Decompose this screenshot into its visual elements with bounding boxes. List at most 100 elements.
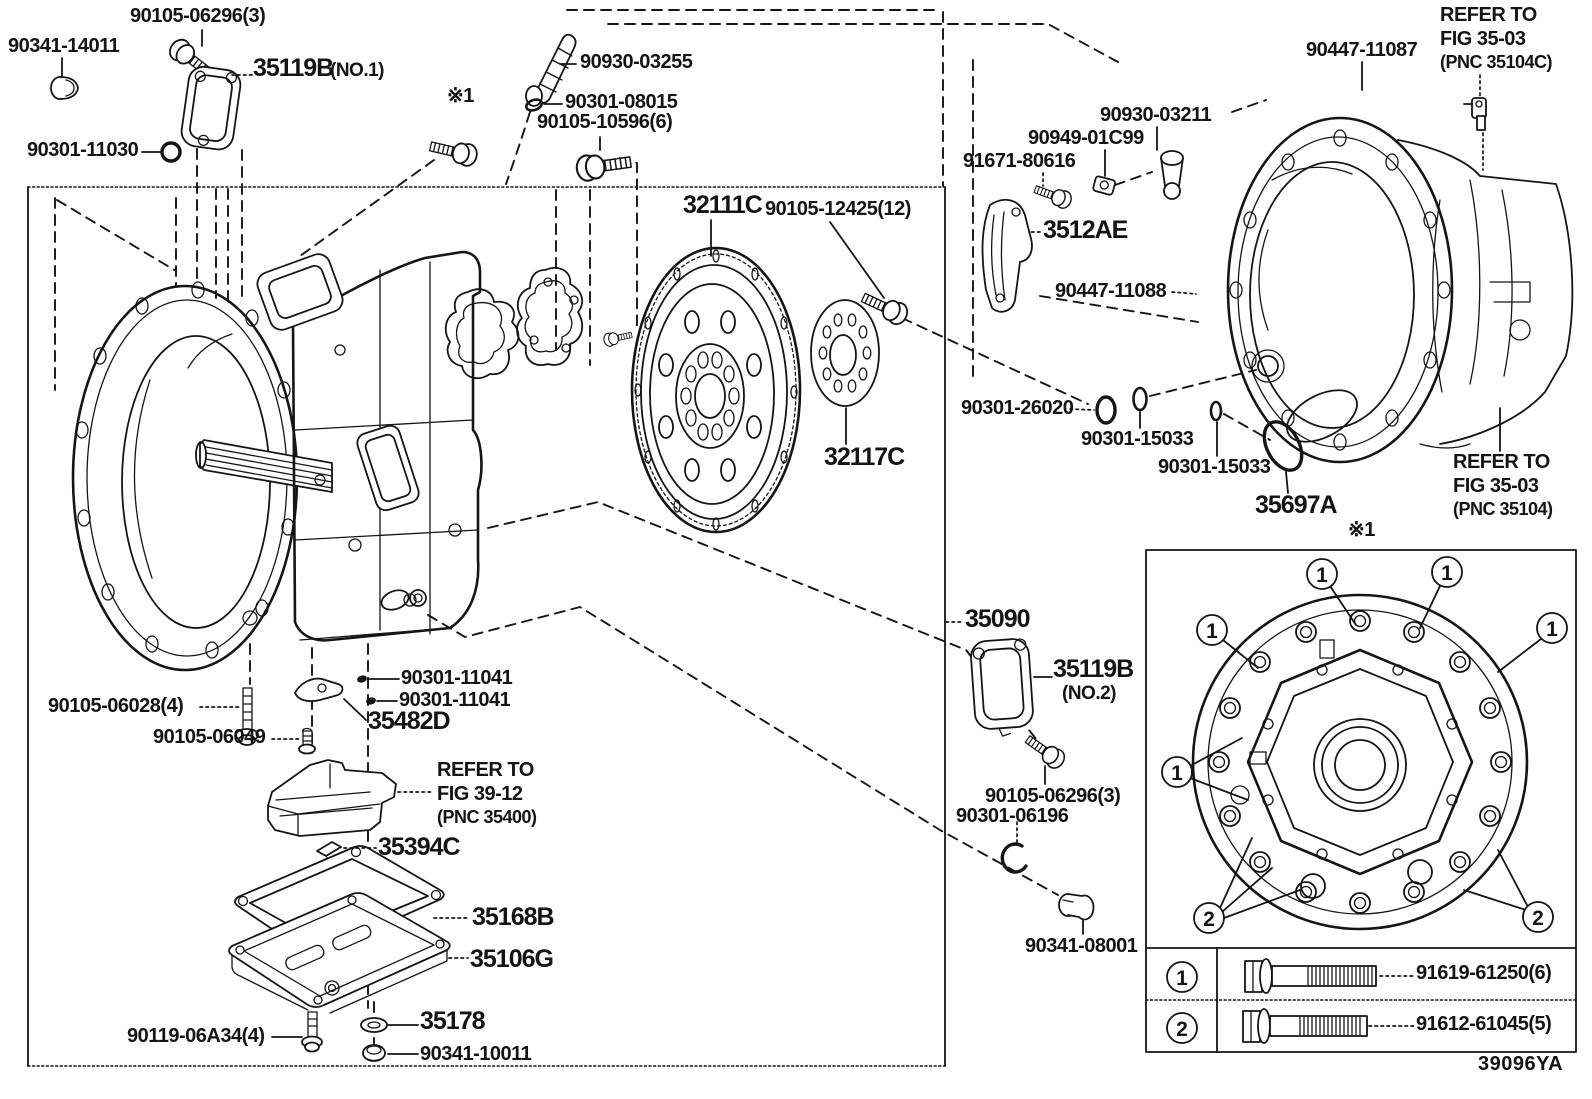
part-label-90930-03211[interactable]: 90930-03211 — [1100, 104, 1212, 126]
part-label-91671-80616[interactable]: 91671-80616 — [963, 150, 1076, 172]
part-label-90341-14011[interactable]: 90341-14011 — [8, 35, 120, 57]
small-bolt-icon — [602, 327, 634, 348]
bolt-ref1-icon — [427, 134, 480, 169]
oring-26020-icon — [1095, 395, 1117, 425]
hose-11088-icon — [1165, 202, 1226, 305]
clip-06196-icon — [1000, 842, 1028, 874]
bolt-80616-icon — [1031, 180, 1075, 212]
gasket-35119b-no1-icon — [180, 65, 242, 151]
part-label-90301-06196[interactable]: 90301-06196 — [956, 805, 1069, 827]
part-label-90301-08015[interactable]: 90301-08015 — [565, 91, 678, 113]
part-label-3512ae[interactable]: 3512AE — [1043, 216, 1128, 244]
part-label-35178[interactable]: 35178 — [420, 1007, 486, 1035]
inset-case-rear-view — [1191, 593, 1529, 931]
housing-flange-holes — [1229, 129, 1451, 451]
bracket-3512ae-icon — [981, 198, 1033, 313]
part-label-90301-26020[interactable]: 90301-26020 — [961, 397, 1074, 419]
plug-14011-icon — [50, 76, 79, 100]
oring-15033b-icon — [1209, 400, 1223, 422]
bell-flange-holes — [75, 281, 295, 659]
bolt-10596-icon — [574, 148, 634, 184]
part-label-35482d[interactable]: 35482D — [368, 707, 451, 735]
part-label-90301-11041-a[interactable]: 90301-11041 — [401, 667, 513, 689]
part-label-35119b-no2-suffix: (NO.2) — [1062, 683, 1117, 704]
case-top-opening — [256, 253, 344, 331]
bolt-06049-icon — [298, 727, 316, 755]
part-label-32111c[interactable]: 32111C — [683, 191, 763, 219]
svg-text:1: 1 — [1441, 562, 1453, 585]
inset-box — [1145, 549, 1577, 1053]
part-label-90119-06a34[interactable]: 90119-06A34(4) — [127, 1025, 265, 1047]
note-marker-inset: ※1 — [1348, 519, 1375, 541]
legend-label-91612-61045[interactable]: 91612-61045(5) — [1416, 1013, 1552, 1035]
converter-housing — [1226, 116, 1574, 464]
oil-pan-35106g-icon — [228, 892, 451, 1014]
svg-text:1: 1 — [1316, 564, 1328, 587]
hose-11087-icon — [1269, 70, 1465, 107]
svg-text:1: 1 — [1546, 618, 1558, 641]
leader-lines — [61, 29, 1501, 1055]
part-label-90105-06028[interactable]: 90105-06028(4) — [48, 695, 184, 717]
case-side-opening — [356, 424, 420, 512]
part-label-90301-11030[interactable]: 90301-11030 — [27, 139, 139, 161]
part-label-32117c[interactable]: 32117C — [824, 443, 905, 471]
part-label-35697a[interactable]: 35697A — [1255, 491, 1338, 519]
part-label-35119b-no1[interactable]: 35119B — [253, 54, 334, 82]
part-label-35119b-no1-suffix: (NO.1) — [330, 60, 385, 81]
part-label-90447-11087[interactable]: 90447-11087 — [1306, 39, 1418, 61]
part-label-90949-01c99[interactable]: 90949-01C99 — [1028, 127, 1144, 149]
part-label-90301-11041-b[interactable]: 90301-11041 — [399, 689, 511, 711]
bolt-12425-icon — [857, 286, 912, 329]
oring-15033a-icon — [1132, 386, 1148, 412]
part-label-90341-10011[interactable]: 90341-10011 — [420, 1043, 532, 1065]
part-label-90105-10596[interactable]: 90105-10596(6) — [537, 111, 673, 133]
washer-11041a-icon — [357, 675, 367, 683]
inset-bolt-bosses — [1208, 610, 1512, 914]
clamp-01c99-icon — [1092, 175, 1116, 196]
hub-bolt-holes — [680, 351, 740, 441]
legend-label-91619-61250[interactable]: 91619-61250(6) — [1416, 962, 1552, 984]
gasket-35090-icon — [970, 638, 1034, 737]
part-label-90301-15033-a[interactable]: 90301-15033 — [1081, 428, 1194, 450]
part-label-90105-06049[interactable]: 90105-06049 — [153, 726, 266, 748]
speed-sensor-icon — [1463, 97, 1487, 131]
svg-text:1: 1 — [1171, 762, 1183, 785]
drive-plate-32111c — [630, 246, 802, 534]
inset-callouts: 1 1 1 1 1 2 2 — [1161, 556, 1568, 934]
seal-35697a-icon — [1262, 420, 1304, 472]
rim-slots — [634, 249, 798, 531]
part-label-35394c[interactable]: 35394C — [378, 833, 461, 861]
case-gasket-a — [444, 288, 520, 380]
breather-03211-icon — [1160, 150, 1184, 200]
svg-text:1: 1 — [1176, 967, 1188, 990]
part-label-35168b[interactable]: 35168B — [472, 903, 555, 931]
svg-text:2: 2 — [1532, 907, 1544, 930]
part-label-35090[interactable]: 35090 — [965, 605, 1031, 633]
part-label-90105-06296-b[interactable]: 90105-06296(3) — [985, 785, 1121, 807]
washer-11041b-icon — [366, 697, 376, 705]
svg-text:2: 2 — [1203, 908, 1215, 931]
part-label-90105-12425[interactable]: 90105-12425(12) — [765, 198, 911, 220]
part-label-35119b-no2[interactable]: 35119B — [1053, 655, 1134, 683]
part-label-90301-15033-b[interactable]: 90301-15033 — [1158, 456, 1271, 478]
part-label-90930-03255[interactable]: 90930-03255 — [580, 51, 693, 73]
svg-text:1: 1 — [1206, 620, 1218, 643]
plug-08001-icon — [1058, 893, 1095, 921]
part-label-90105-06296-a[interactable]: 90105-06296(3) — [130, 5, 266, 27]
bolt-06a34-icon — [301, 1011, 323, 1053]
part-label-35106g[interactable]: 35106G — [470, 945, 554, 973]
legend-row-1: 1 — [1166, 958, 1415, 994]
bolt-06028-icon — [235, 687, 259, 746]
part-label-90447-11088[interactable]: 90447-11088 — [1055, 280, 1167, 302]
note-marker-main: ※1 — [447, 85, 474, 107]
transaxle-case — [71, 250, 483, 672]
plate-lightening-holes — [658, 310, 762, 482]
legend-row-2: 2 — [1166, 1008, 1415, 1044]
part-label-90341-08001[interactable]: 90341-08001 — [1025, 935, 1138, 957]
oring-08015-icon — [524, 98, 544, 112]
